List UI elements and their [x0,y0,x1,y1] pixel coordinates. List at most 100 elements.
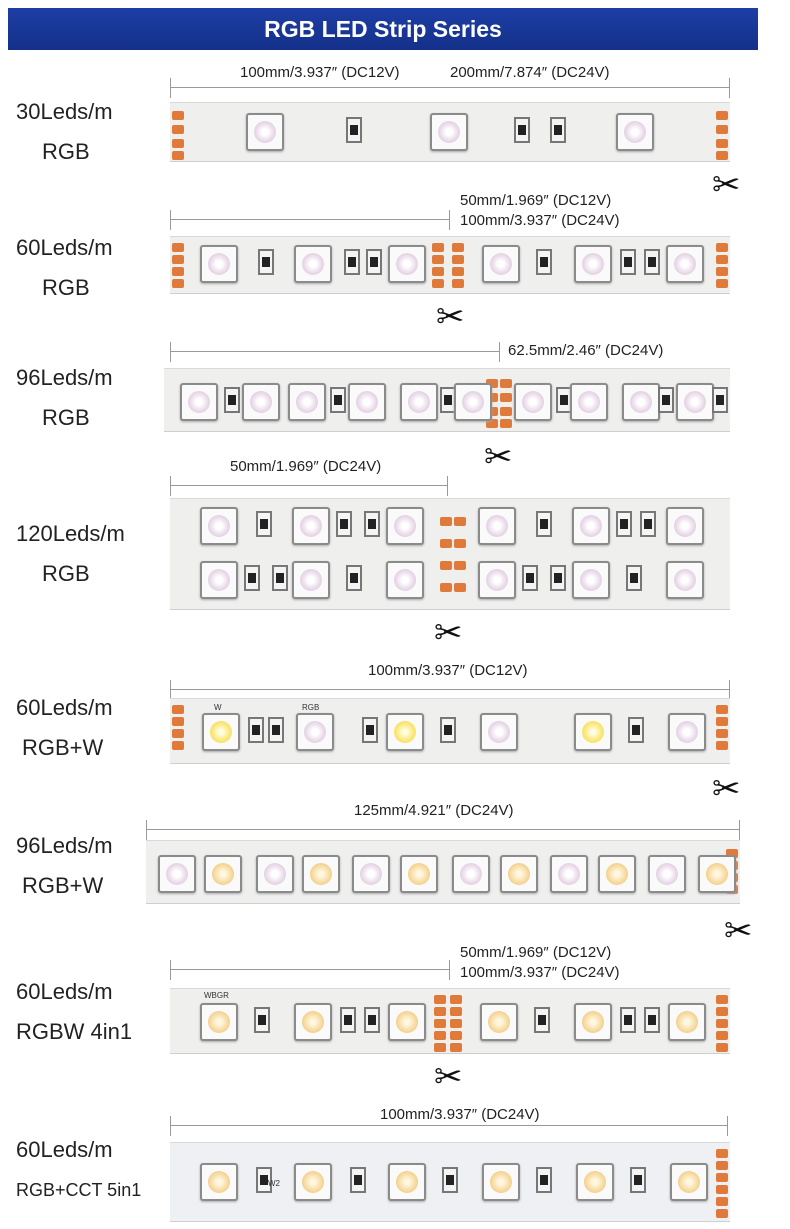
rgb-led-chip [480,713,518,751]
resistor [244,565,260,591]
page-title: RGB LED Strip Series [8,8,758,50]
dimension-line [146,820,740,840]
rgbcct-led-chip [670,1163,708,1201]
density-label: 30Leds/m [16,99,113,124]
resistor [340,1007,356,1033]
scissors-icon: ✂ [724,912,753,950]
row-label: 30Leds/m RGB [16,92,113,172]
dimension-line [170,476,448,496]
dimension-text: 200mm/7.874″ (DC24V) [450,64,610,81]
led-strip [164,368,730,432]
resistor [644,1007,660,1033]
rgb-led-chip [666,245,704,283]
rgb-led-chip [400,383,438,421]
rgbcct-led-chip [482,1163,520,1201]
rgb-led-chip [666,507,704,545]
rgb-led-chip [478,507,516,545]
dimension-text: 62.5mm/2.46″ (DC24V) [508,342,664,359]
scissors-icon: ✂ [712,770,741,808]
rgbw-led-chip [574,1003,612,1041]
row-label: 120Leds/m RGB [16,514,125,594]
resistor [616,511,632,537]
resistor [224,387,240,413]
row-label: 96Leds/m RGB+W [16,826,113,906]
rgb-led-chip [386,561,424,599]
resistor [258,249,274,275]
led-strip [146,840,740,904]
dimension-text: 50mm/1.969″ (DC12V) [460,944,612,961]
resistor [346,117,362,143]
resistor [550,117,566,143]
rgb-led-chip [622,383,660,421]
white-led-chip [302,855,340,893]
resistor [620,1007,636,1033]
rgb-led-chip [288,383,326,421]
dimension-line [170,960,450,980]
density-label: 120Leds/m [16,521,125,546]
resistor [256,1167,272,1193]
dimension-text: 100mm/3.937″ (DC24V) [380,1106,540,1123]
rgb-led-chip [294,245,332,283]
density-label: 60Leds/m [16,235,113,260]
led-strip [170,102,730,162]
resistor [350,1167,366,1193]
chip-label: RGB [302,703,320,712]
rgb-led-chip [482,245,520,283]
density-label: 96Leds/m [16,833,113,858]
dimension-line [170,680,730,700]
led-strip: W2 [170,1142,730,1222]
rgb-led-chip [388,245,426,283]
dimension-text: 50mm/1.969″ (DC12V) [460,192,612,209]
resistor [626,565,642,591]
resistor [630,1167,646,1193]
resistor [364,511,380,537]
type-label: RGB+W [22,873,104,898]
dimension-line [170,210,450,230]
type-label: RGB+W [22,735,104,760]
white-led-chip [598,855,636,893]
dimension-text: 100mm/3.937″ (DC24V) [460,964,620,981]
rgb-led-chip [348,383,386,421]
rgb-led-chip [200,507,238,545]
rgbw-led-chip [388,1003,426,1041]
type-label: RGBW 4in1 [16,1019,133,1044]
chip-label: W2 [268,1179,280,1188]
row-label: 60Leds/m RGB [16,228,113,308]
led-strip: W RGB [170,698,730,764]
rgbcct-led-chip [294,1163,332,1201]
rgb-led-chip [296,713,334,751]
dimension-line [170,78,730,98]
rgb-led-chip [668,713,706,751]
rgb-led-chip [572,507,610,545]
rgb-led-chip [676,383,714,421]
rgb-led-chip [292,561,330,599]
scissors-icon: ✂ [434,614,463,652]
dimension-text: 125mm/4.921″ (DC24V) [354,802,514,819]
scissors-icon: ✂ [712,166,741,204]
rgb-led-chip [648,855,686,893]
scissors-icon: ✂ [434,1058,463,1096]
led-strip: WBGR [170,988,730,1054]
rgb-led-chip [180,383,218,421]
rgb-led-chip [242,383,280,421]
rgbw-led-chip [294,1003,332,1041]
rgb-led-chip [292,507,330,545]
row-label: 96Leds/m RGB [16,358,113,438]
type-label: RGB [42,405,90,430]
white-led-chip [204,855,242,893]
rgb-led-chip [570,383,608,421]
resistor [640,511,656,537]
resistor [536,1167,552,1193]
rgb-led-chip [452,855,490,893]
white-led-chip [574,713,612,751]
rgb-led-chip [256,855,294,893]
resistor [254,1007,270,1033]
white-led-chip [202,713,240,751]
resistor [268,717,284,743]
resistor [514,117,530,143]
resistor [344,249,360,275]
type-label: RGB [42,561,90,586]
rgb-led-chip [572,561,610,599]
density-label: 60Leds/m [16,979,113,1004]
white-led-chip [698,855,736,893]
